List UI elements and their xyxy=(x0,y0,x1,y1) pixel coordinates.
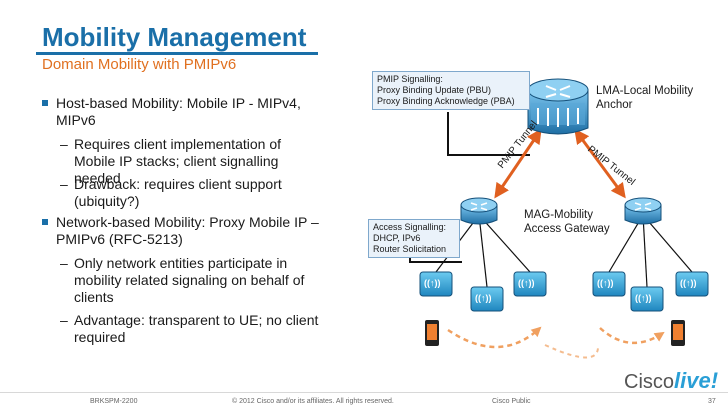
sub-bullet-network-entities: – Only network entities participate in m… xyxy=(60,255,305,305)
handover-arrow-left xyxy=(447,326,542,349)
handover-arrow-right xyxy=(599,327,665,345)
slide-subtitle: Domain Mobility with PMIPv6 xyxy=(42,56,237,73)
ap-glyph: ((↑)) xyxy=(424,278,441,288)
pmip-callout-line: PMIP Signalling: xyxy=(377,74,443,84)
slide-title: Mobility Management xyxy=(42,22,307,52)
bullet-host-based: Host-based Mobility: Mobile IP - MIPv4, … xyxy=(42,95,326,129)
page-number: 37 xyxy=(708,398,716,405)
pmip-callout-line: Proxy Binding Update (PBU) xyxy=(377,85,492,95)
mag-router-right-icon xyxy=(624,197,662,225)
access-callout-line: Access Signalling: xyxy=(373,222,447,232)
sub-bullet-advantage: – Advantage: transparent to UE; no clien… xyxy=(60,312,319,345)
dash-icon: – xyxy=(60,136,68,152)
dash-icon: – xyxy=(60,312,68,328)
ap-glyph: ((↑)) xyxy=(518,278,535,288)
logo-live-text: live! xyxy=(674,368,719,393)
bullet-network-based: Network-based Mobility: Proxy Mobile IP … xyxy=(42,214,326,248)
title-underline xyxy=(36,52,318,55)
access-point-icon xyxy=(675,271,709,297)
tunnel-arrow-right xyxy=(574,128,626,199)
mag-label: MAG-Mobility Access Gateway xyxy=(524,209,610,235)
bullet-square-icon xyxy=(42,100,48,106)
access-point-icon xyxy=(470,286,504,312)
ap-glyph: ((↑)) xyxy=(597,278,614,288)
logo-cisco-text: Cisco xyxy=(624,371,675,393)
pmip-callout-line: Proxy Binding Acknowledge (PBA) xyxy=(377,96,515,106)
sub-bullet-drawback: – Drawback: requires client support (ubi… xyxy=(60,176,282,209)
ap-glyph: ((↑)) xyxy=(635,293,652,303)
mobile-phone-icon xyxy=(671,320,685,346)
sub-bullet-client-impl: – Requires client implementation of Mobi… xyxy=(60,136,281,186)
lma-label: LMA-Local Mobility Anchor xyxy=(596,85,694,111)
dash-icon: – xyxy=(60,176,68,192)
access-callout-line: Router Solicitation xyxy=(373,244,447,254)
access-point-icon xyxy=(419,271,453,297)
copyright: © 2012 Cisco and/or its affiliates. All … xyxy=(232,398,394,405)
cisco-live-logo: Ciscolive! xyxy=(624,368,718,394)
ap-glyph: ((↑)) xyxy=(680,278,697,288)
mag-router-left-icon xyxy=(460,197,498,225)
footer-rule xyxy=(0,392,728,393)
handover-arrow-bottom xyxy=(544,344,600,359)
dash-icon: – xyxy=(60,255,68,271)
access-callout-line: DHCP, IPv6 xyxy=(373,233,421,243)
classification: Cisco Public xyxy=(492,398,531,405)
access-signalling-callout: Access Signalling: DHCP, IPv6 Router Sol… xyxy=(368,219,460,258)
ap-glyph: ((↑)) xyxy=(475,293,492,303)
pmip-signalling-callout: PMIP Signalling: Proxy Binding Update (P… xyxy=(372,71,530,110)
access-point-icon xyxy=(630,286,664,312)
bullet-square-icon xyxy=(42,219,48,225)
access-point-icon xyxy=(592,271,626,297)
session-id: BRKSPM-2200 xyxy=(90,398,138,405)
tunnel-arrow-left xyxy=(494,128,542,199)
mobile-phone-icon xyxy=(425,320,439,346)
access-point-icon xyxy=(513,271,547,297)
